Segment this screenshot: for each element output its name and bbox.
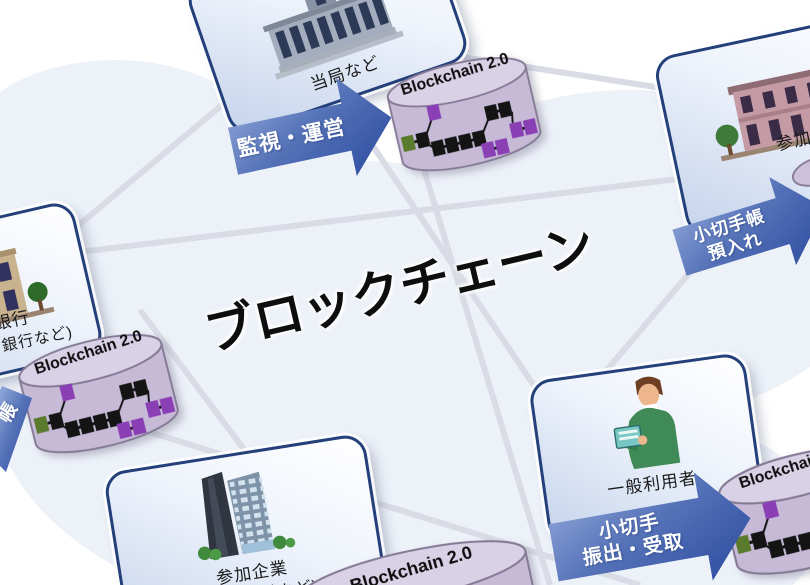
government-building-icon <box>262 0 404 80</box>
bank-building-left-icon <box>0 247 55 333</box>
arrow-monitor-shape <box>227 78 392 177</box>
bank-building-icon <box>715 60 810 162</box>
arrow-issue: 小切手 振出・受取 <box>543 459 765 585</box>
arrow-monitor: 監視・運営 <box>221 62 407 214</box>
arrow-deposit-shape <box>672 177 810 276</box>
cylinder-left: Blockchain 2.0 <box>12 322 185 470</box>
card-bank-left <box>0 199 106 401</box>
arrow-issue-shape <box>548 472 751 582</box>
person-reading-icon <box>613 376 680 470</box>
cylinder-bottom: Blockchain 2.0 <box>292 525 549 585</box>
cylinder-fragment-right-edge <box>791 155 810 187</box>
arrow-deposit-left-fragment: 帳 <box>0 380 36 476</box>
blockchain-cylinder-graphic <box>386 57 543 178</box>
card-company: 参加企業 (メディア社など) <box>102 432 392 585</box>
arrow-deposit: 小切手帳 預入れ <box>665 160 810 301</box>
arrow-fragment-shape <box>0 386 32 472</box>
card-user: 一般利用者 <box>527 351 767 545</box>
blockchain-cylinder-graphic <box>298 540 542 585</box>
cylinder-top: Blockchain 2.0 <box>381 45 547 187</box>
card-authority: 当局など <box>182 0 473 139</box>
office-towers-icon <box>197 471 295 561</box>
card-bank-right <box>651 1 810 239</box>
blockchain-cylinder-graphic <box>18 333 181 460</box>
